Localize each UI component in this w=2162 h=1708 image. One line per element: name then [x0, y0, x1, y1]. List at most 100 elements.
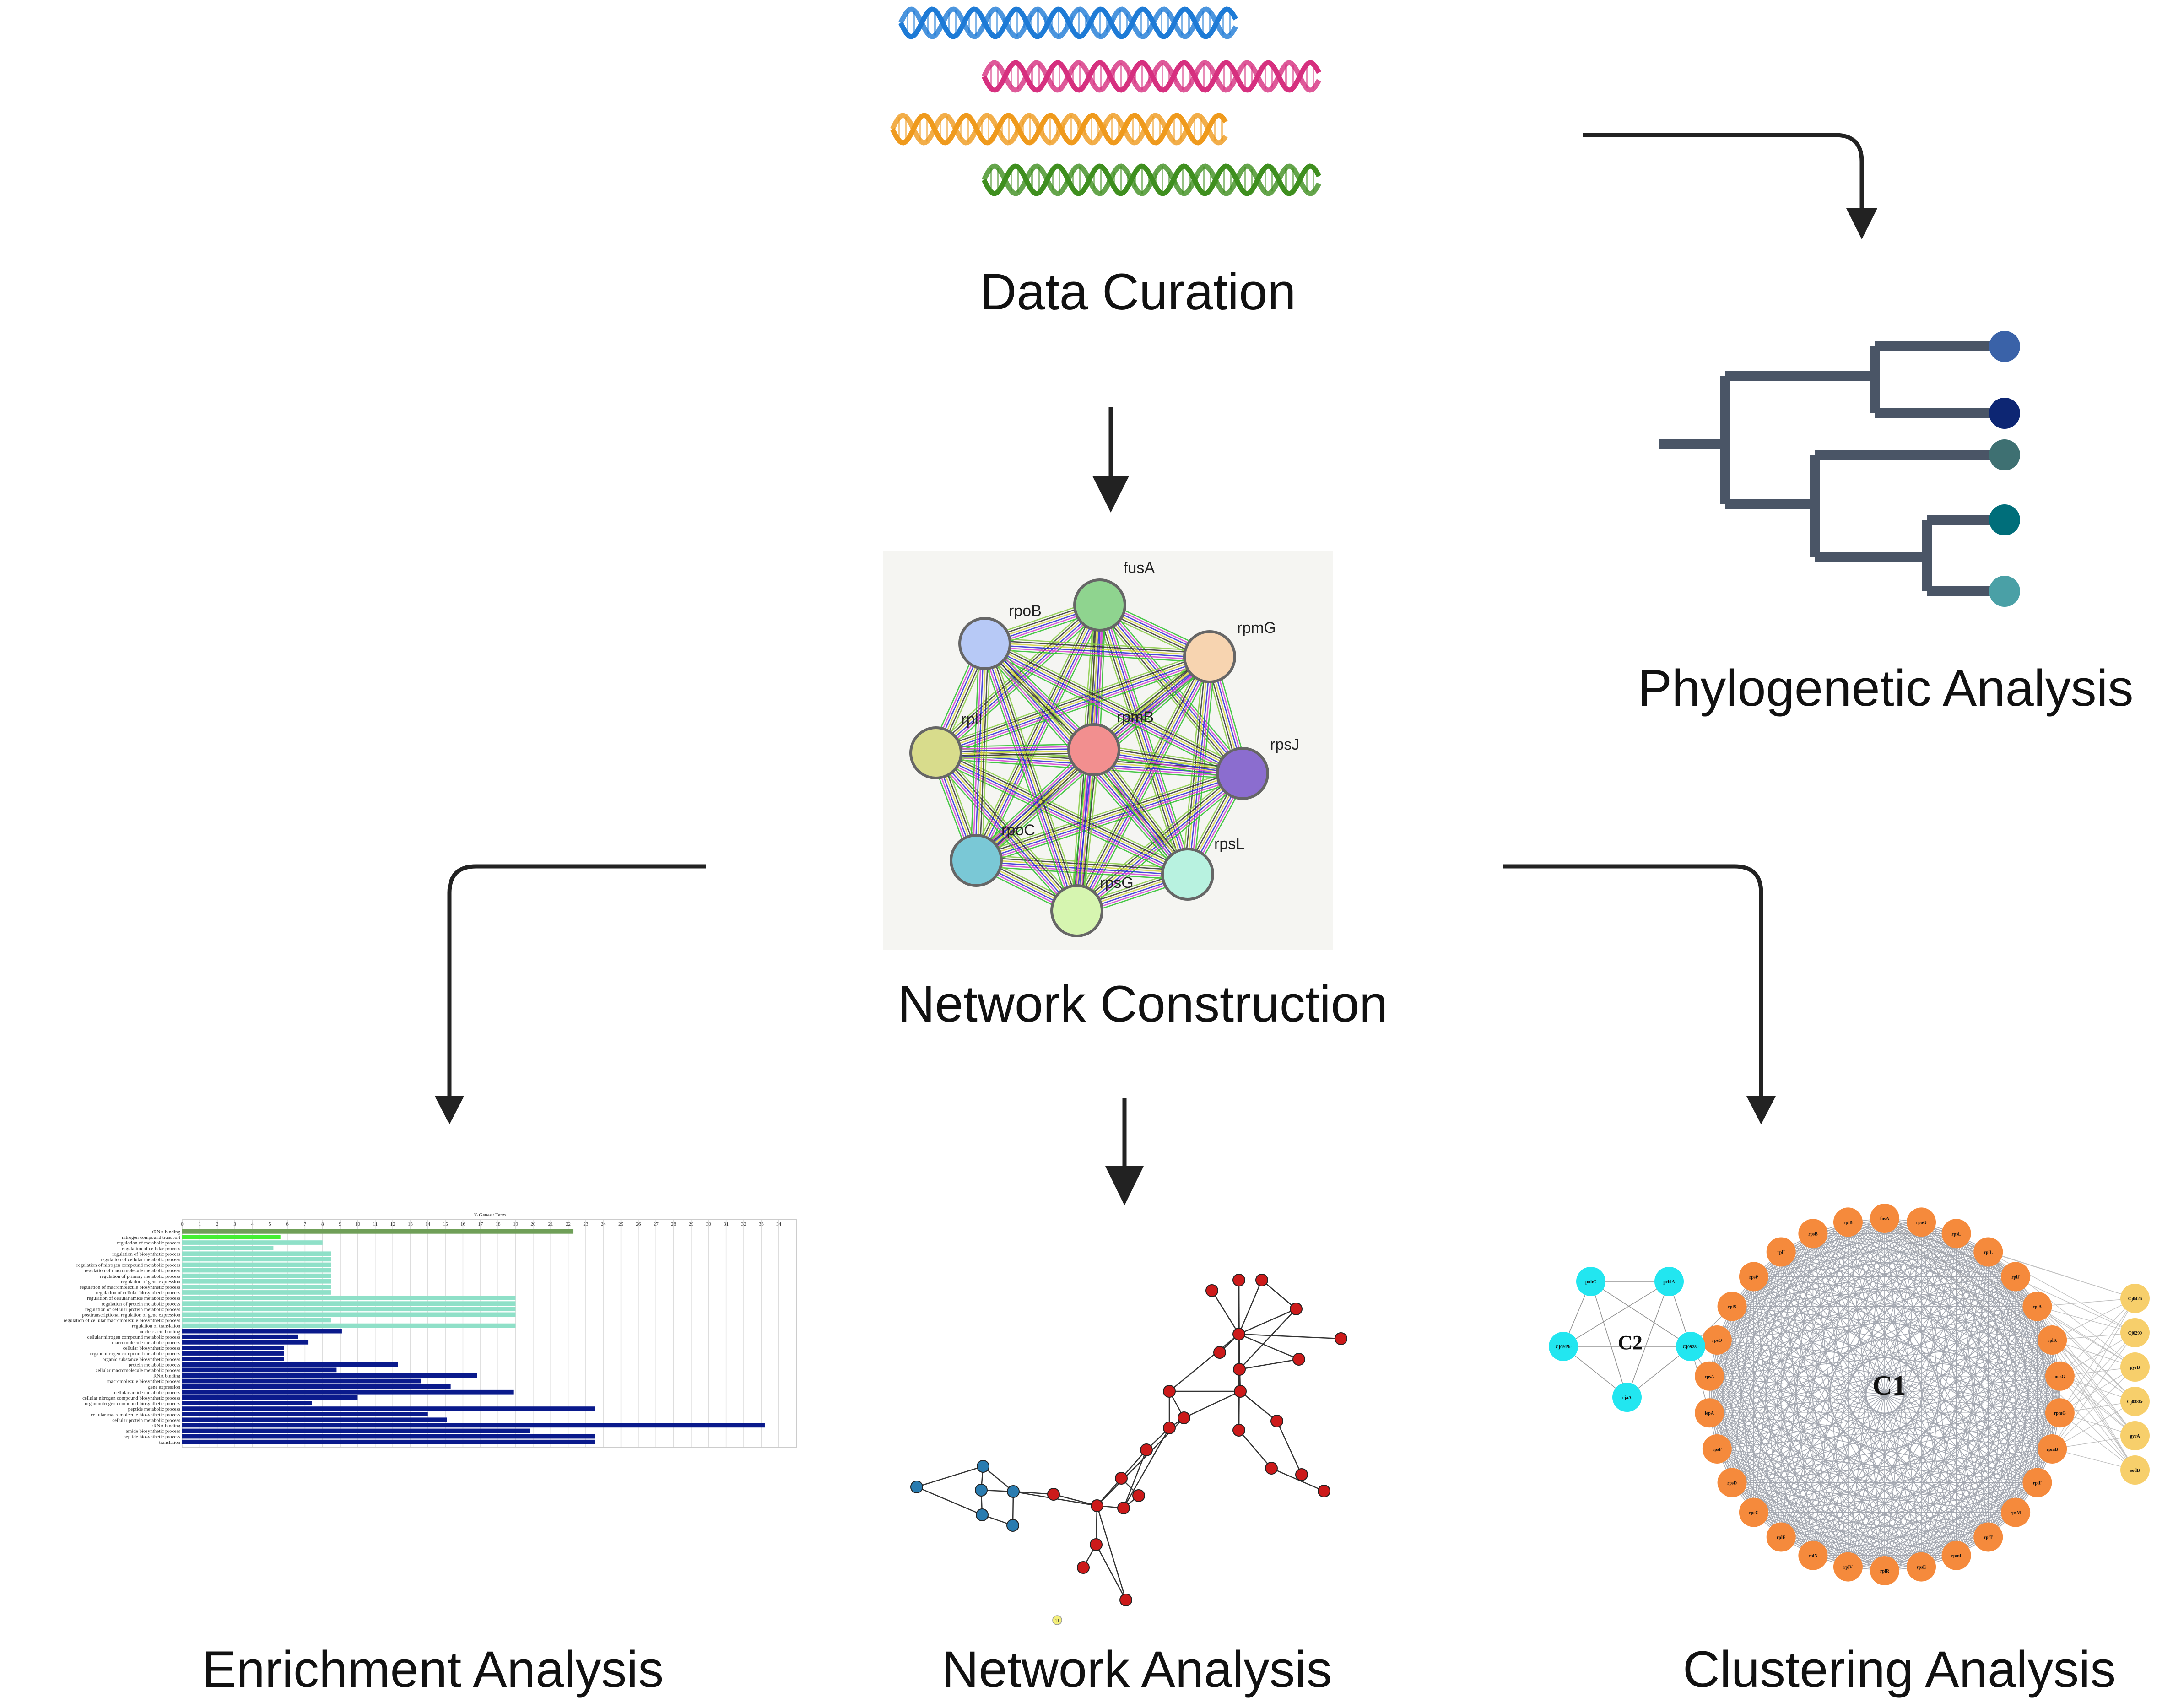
network-edge [1096, 1505, 1127, 1600]
cluster-node-label: rplA [2032, 1305, 2042, 1310]
enrichment-bar [182, 1384, 451, 1389]
x-tick-label: 33 [759, 1222, 764, 1227]
enrichment-bar [182, 1346, 284, 1350]
enrichment-bar [182, 1423, 765, 1428]
enrichment-term-label: cellular amide metabolic process [114, 1390, 180, 1395]
cluster-node-c2 [1576, 1267, 1605, 1296]
enrichment-term-label: organonitrogen compound metabolic proces… [90, 1351, 180, 1357]
network-node [1163, 1422, 1176, 1434]
cluster-node-label: gyrA [2130, 1434, 2140, 1439]
enrichment-bar [182, 1262, 331, 1267]
enrichment-term-label: peptide metabolic process [128, 1406, 180, 1412]
network-node-yellow [1052, 1615, 1062, 1625]
cluster-node-label: rpmB [2047, 1447, 2058, 1452]
cluster-node-c1 [2045, 1398, 2075, 1428]
enrichment-bar [182, 1401, 312, 1405]
cluster-node-label: rplJ [2011, 1275, 2020, 1280]
network-node [977, 1460, 989, 1473]
cluster-node-yellow [2120, 1284, 2150, 1313]
cluster-node-c1 [1695, 1398, 1724, 1428]
cluster-node-label: fusA [1880, 1216, 1890, 1222]
string-node-label: fusA [1124, 559, 1155, 577]
x-tick-label: 27 [654, 1222, 659, 1227]
arrow-network-to-enrichment [447, 864, 706, 1098]
cluster-node-label: Cj0299 [2128, 1331, 2142, 1336]
x-tick-label: 2 [216, 1222, 219, 1227]
cluster-node-label: rpsE [1917, 1565, 1926, 1570]
string-node-rplI [909, 726, 962, 779]
phylogenetic-analysis-label: Phylogenetic Analysis [1638, 659, 2133, 717]
enrichment-bar [182, 1268, 331, 1273]
enrichment-term-label: organonitrogen compound biosynthetic pro… [85, 1401, 180, 1406]
network-node [1295, 1468, 1308, 1481]
x-tick-label: 17 [478, 1222, 483, 1227]
enrichment-bar [182, 1412, 428, 1416]
enrichment-term-label: rRNA binding [151, 1423, 180, 1429]
x-tick-label: 22 [566, 1222, 571, 1227]
enrichment-bar [182, 1351, 284, 1356]
cluster-node-c1 [1870, 1556, 1899, 1585]
cluster-node-c1 [1907, 1207, 1936, 1237]
network-node [1007, 1485, 1020, 1498]
cluster-node-label: rpsM [2010, 1511, 2021, 1516]
enrichment-term-label: cellular nitrogen compound metabolic pro… [87, 1335, 180, 1340]
network-node [1318, 1485, 1330, 1497]
network-node [1115, 1472, 1128, 1485]
cluster-node-label: rplL [1984, 1250, 1993, 1255]
enrichment-bar [182, 1257, 331, 1262]
cluster-node-label: rpmG [2054, 1411, 2066, 1416]
string-node-label: rpsL [1214, 835, 1244, 853]
network-node [910, 1481, 923, 1493]
cluster-node-label: rplI [1777, 1250, 1785, 1255]
network-node [975, 1484, 988, 1497]
network-edge [983, 1466, 1014, 1492]
cluster-node-c1 [1973, 1237, 2003, 1267]
enrichment-bar [182, 1334, 298, 1339]
network-node [1091, 1499, 1103, 1512]
enrichment-term-label: regulation of gene expression [121, 1279, 180, 1285]
enrichment-bar [182, 1240, 323, 1245]
cluster-node-label: rpsC [1749, 1511, 1758, 1516]
enrichment-term-label: regulation of cellular amide metabolic p… [87, 1296, 180, 1301]
enrichment-term-label: cellular macromolecule biosynthetic proc… [91, 1412, 180, 1417]
string-node-rpsJ [1216, 747, 1269, 800]
enrichment-term-label: cellular protein metabolic process [112, 1417, 180, 1423]
network-node [1119, 1594, 1132, 1606]
string-node-label: rpmB [1117, 708, 1154, 726]
cluster-node-label: Cj0426 [2128, 1297, 2142, 1302]
enrichment-term-label: regulation of translation [132, 1324, 180, 1329]
string-node-label: rplI [961, 711, 983, 728]
x-tick-label: 5 [269, 1222, 271, 1227]
network-edge [1239, 1358, 1299, 1370]
enrichment-term-label: peptide biosynthetic process [123, 1434, 180, 1440]
enrichment-term-label: macromolecule metabolic process [112, 1340, 180, 1346]
network-node [1178, 1411, 1190, 1424]
string-node-rpmB [1067, 723, 1120, 776]
cluster-node-c1 [2022, 1468, 2052, 1497]
cluster-node-label: rpsO [1712, 1338, 1722, 1343]
network-node [1163, 1385, 1176, 1398]
enrichment-bar [182, 1290, 331, 1295]
enrichment-bar [182, 1323, 516, 1328]
cluster-node-label: rpsF [1713, 1447, 1722, 1452]
enrichment-term-label: macromolecule biosynthetic process [107, 1379, 180, 1384]
enrichment-bar [182, 1373, 477, 1378]
cluster-node-label: rpsD [1727, 1481, 1737, 1486]
network-edge [1238, 1280, 1263, 1335]
dna-strands-icon [890, 6, 1321, 196]
network-edge [1276, 1421, 1303, 1475]
cluster-node-c1 [1941, 1219, 1971, 1249]
network-edge [1123, 1427, 1170, 1508]
cluster-node-label: rplV [1843, 1565, 1853, 1570]
enrichment-bar [182, 1246, 274, 1250]
enrichment-term-label: amide biosynthetic process [126, 1429, 180, 1434]
network-edge [1169, 1334, 1239, 1392]
cluster-node-c1 [1717, 1468, 1747, 1497]
network-node [1335, 1332, 1347, 1345]
enrichment-bar [182, 1357, 284, 1361]
enrichment-bar [182, 1301, 516, 1306]
cluster-node-c1 [1833, 1552, 1863, 1582]
enrichment-term-label: protein metabolic process [129, 1362, 180, 1367]
